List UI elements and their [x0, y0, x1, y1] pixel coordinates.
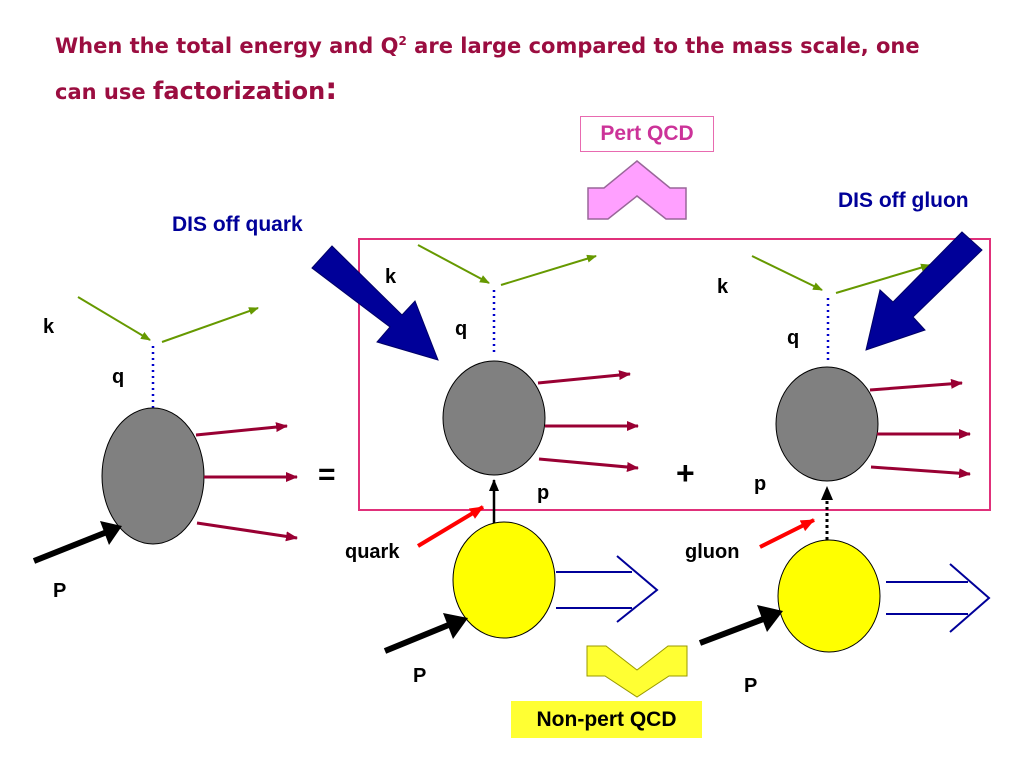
left-diagram — [32, 296, 298, 564]
title-factorization: factorization — [152, 77, 326, 105]
pert-qcd-label: Pert QCD — [580, 116, 714, 152]
proton-arrow-shaft — [32, 525, 119, 564]
k-label-quark: k — [385, 266, 397, 288]
proton-arrow-shaft — [383, 621, 453, 654]
hard-scattering-blob — [775, 366, 879, 482]
dis-off-gluon-label: DIS off gluon — [838, 189, 969, 212]
proton-arrow-shaft — [698, 615, 768, 646]
title-q: Q — [380, 34, 399, 58]
outgoing-hadron-arrow-1 — [537, 370, 631, 385]
outgoing-lepton-line — [500, 254, 597, 286]
hadron-blob — [101, 407, 205, 545]
title-line-1: When the total energy and Q2 are large c… — [55, 34, 920, 58]
q-label-quark: q — [455, 318, 468, 340]
equals-sign: = — [318, 458, 336, 491]
dis-off-gluon-arrow — [865, 231, 983, 351]
title-q-superscript: 2 — [398, 34, 407, 48]
proton-arrow-head — [757, 605, 783, 632]
gluon-pointer-arrow — [759, 518, 815, 549]
factorization-box — [358, 238, 991, 511]
gluon-diagram — [698, 255, 991, 653]
P-label-left: P — [53, 580, 67, 602]
incoming-lepton-line — [751, 255, 823, 291]
title-colon: : — [325, 72, 338, 107]
q-label-left: q — [112, 366, 125, 388]
proton-arrow-head — [100, 521, 122, 545]
pert-qcd-fork-arrow — [587, 160, 687, 220]
outgoing-lepton-line — [835, 263, 931, 294]
p-label-quark: p — [537, 482, 550, 504]
proton-remnant-arrow — [556, 555, 659, 623]
k-label-left: k — [43, 316, 55, 338]
P-label-gluon: P — [744, 675, 758, 697]
p-label-gluon: p — [754, 473, 767, 495]
proton-remnant-arrow — [886, 563, 991, 633]
outgoing-hadron-arrow-1 — [195, 422, 288, 437]
incoming-lepton-line — [417, 244, 490, 284]
incoming-lepton-line — [77, 296, 151, 341]
proton-pdf-blob — [777, 539, 881, 653]
outgoing-hadron-arrow-3 — [538, 457, 639, 472]
gluon-label: gluon — [685, 541, 740, 563]
quark-diagram — [383, 244, 659, 654]
outgoing-hadron-arrow-3 — [196, 521, 298, 542]
proton-pdf-blob — [452, 521, 556, 639]
plus-sign: + — [676, 455, 695, 491]
gluon-line-arrowhead — [821, 486, 833, 500]
hard-scattering-blob — [442, 360, 546, 476]
proton-arrow-head — [443, 613, 468, 639]
outgoing-hadron-arrow-1 — [869, 378, 963, 392]
quark-label: quark — [345, 541, 400, 563]
outgoing-hadron-arrow-3 — [870, 465, 971, 479]
dis-off-quark-label: DIS off quark — [172, 213, 303, 236]
P-label-quark: P — [413, 665, 427, 687]
k-label-gluon: k — [717, 276, 729, 298]
dis-off-quark-arrow — [311, 245, 439, 361]
non-pert-qcd-label: Non-pert QCD — [511, 701, 702, 738]
title-text-1a: When the total energy and — [55, 34, 381, 58]
title-text-1b: are large compared to the mass scale, on… — [406, 34, 920, 58]
outgoing-lepton-line — [161, 307, 259, 343]
title-text-2a: can use — [55, 80, 153, 104]
quark-pointer-arrow — [416, 505, 485, 548]
non-pert-qcd-fork-arrow — [586, 645, 688, 698]
q-label-gluon: q — [787, 327, 800, 349]
title-line-2: can use factorization: — [55, 72, 337, 107]
